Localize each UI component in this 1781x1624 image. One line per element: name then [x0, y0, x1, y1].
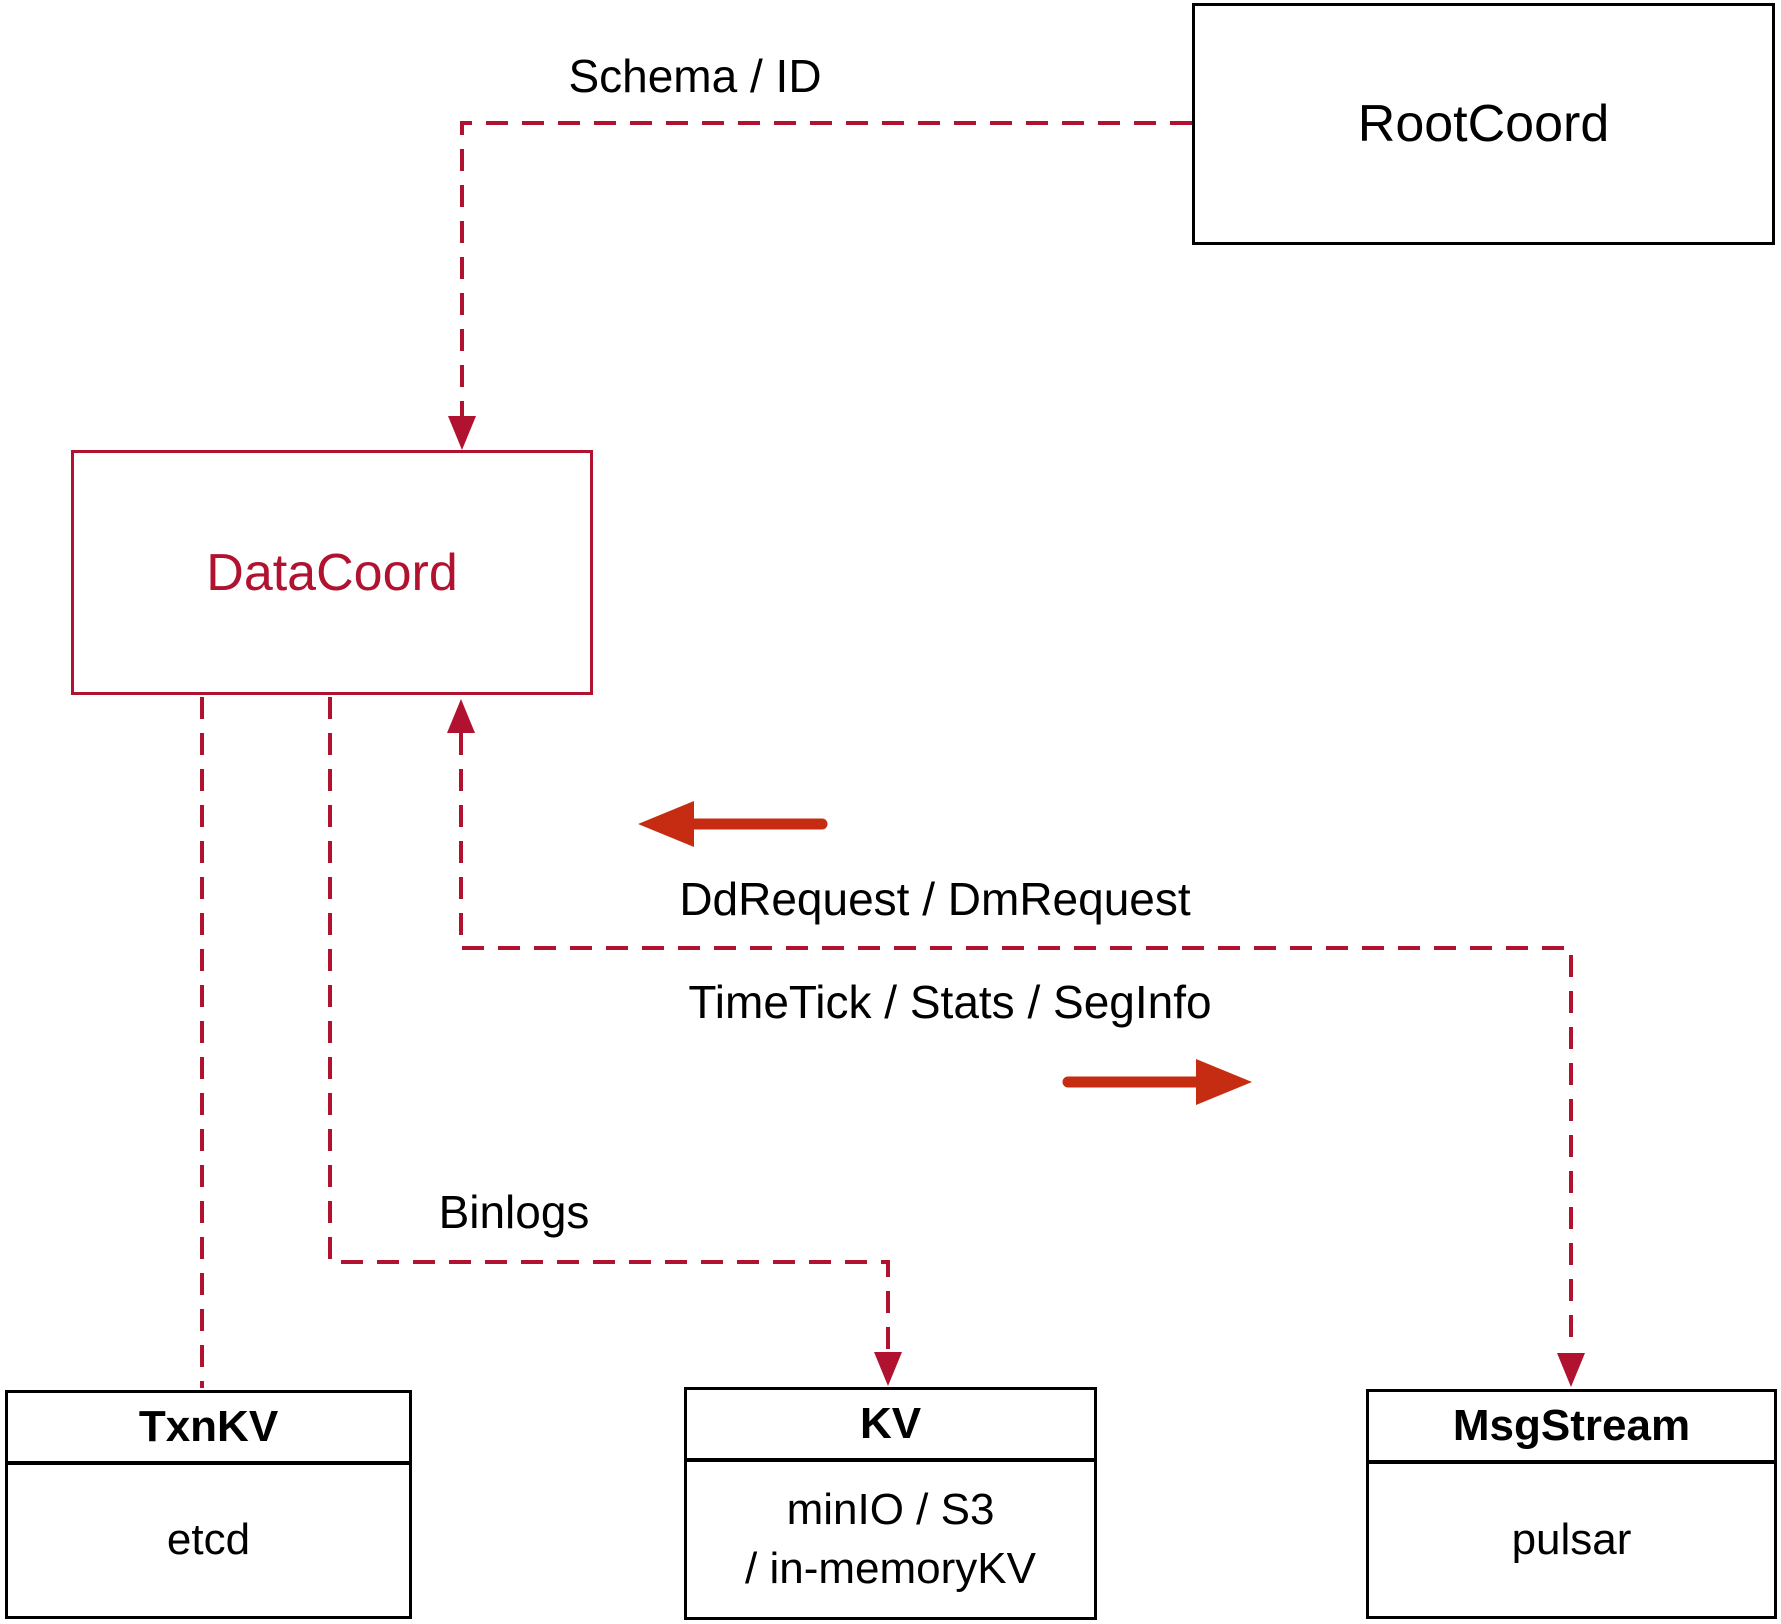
arrowhead-into-datacoord-bottom-icon	[447, 699, 475, 733]
binlogs-connector	[328, 697, 890, 1350]
arrowhead-into-datacoord-top-icon	[448, 416, 476, 450]
msgstream-impl: pulsar	[1511, 1514, 1632, 1564]
ddrequest-edge-label: DdRequest / DmRequest	[679, 873, 1191, 925]
arrowhead-into-msgstream-top-icon	[1557, 1353, 1585, 1387]
kv-title: KV	[687, 1390, 1094, 1462]
txnkv-impl: etcd	[166, 1515, 251, 1565]
binlogs-edge-label: Binlogs	[438, 1186, 590, 1238]
rootcoord-label: RootCoord	[1357, 95, 1610, 153]
msgstream-node: MsgStream pulsar	[1366, 1389, 1777, 1619]
arrowhead-into-kv-top-icon	[874, 1352, 902, 1386]
left-flow-arrowhead-icon	[638, 801, 694, 847]
schema-id-connector	[460, 121, 1192, 420]
kv-node: KV minIO / S3 / in-memoryKV	[684, 1387, 1097, 1620]
kv-impl-line2: / in-memoryKV	[745, 1543, 1036, 1593]
kv-impl-line1: minIO / S3	[786, 1485, 995, 1535]
right-flow-arrowhead-icon	[1196, 1059, 1252, 1105]
rootcoord-node: RootCoord	[1192, 3, 1775, 245]
datacoord-node: DataCoord	[71, 450, 593, 695]
timetick-edge-label: TimeTick / Stats / SegInfo	[688, 976, 1212, 1028]
ddrequest-msgstream-connector	[459, 733, 1573, 1351]
txnkv-title: TxnKV	[8, 1393, 409, 1465]
msgstream-title: MsgStream	[1369, 1392, 1774, 1464]
datacoord-label: DataCoord	[206, 543, 458, 602]
schema-id-edge-label: Schema / ID	[568, 50, 822, 102]
txnkv-node: TxnKV etcd	[5, 1390, 412, 1619]
